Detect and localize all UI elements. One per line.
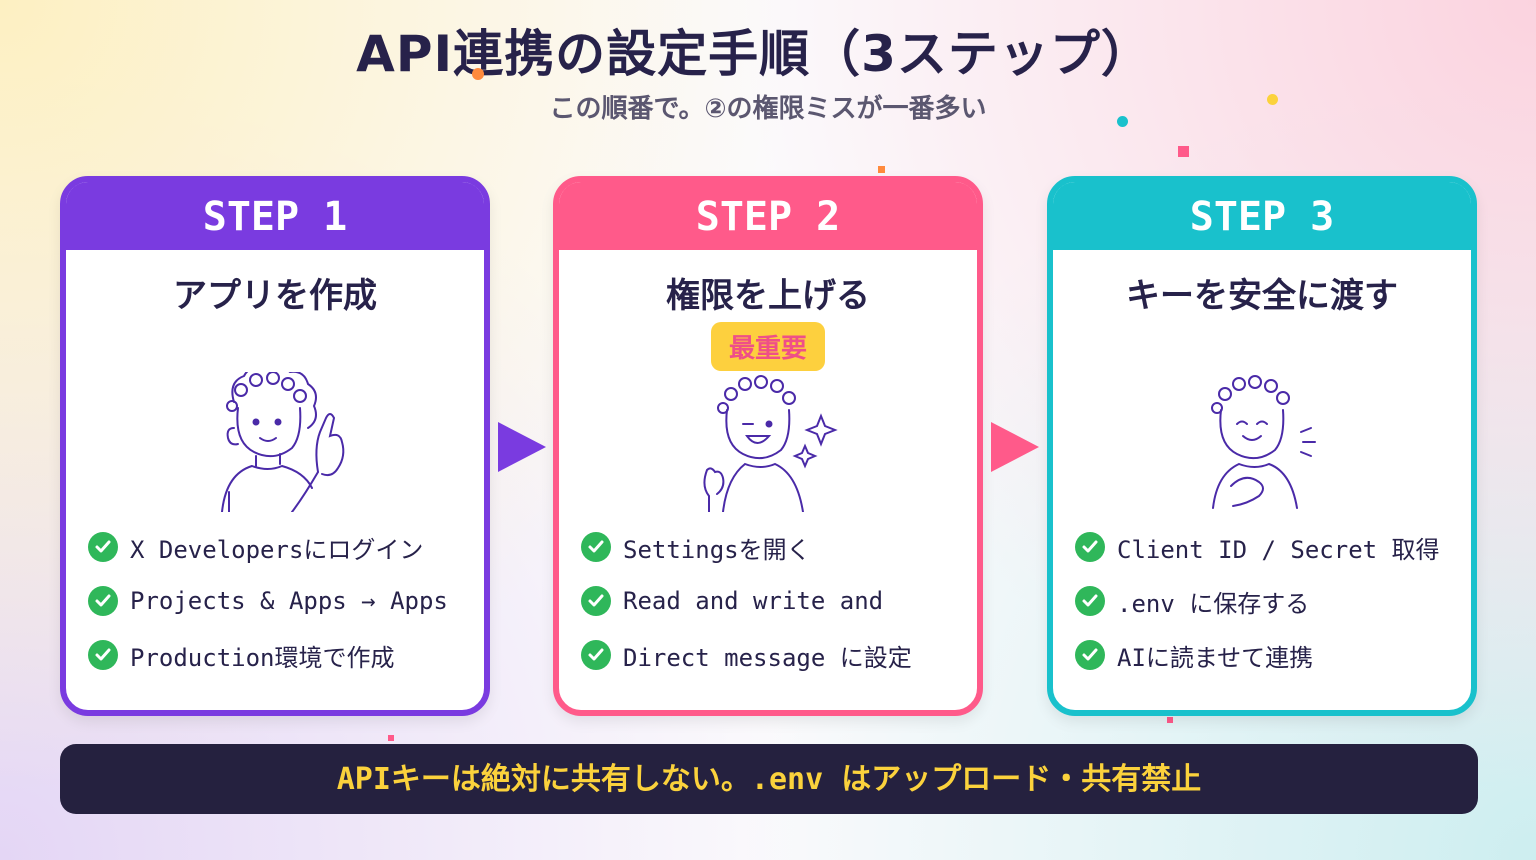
list-item-text: AIに読ませて連携 (1117, 643, 1314, 672)
step-3-checklist: Client ID / Secret 取得 .env に保存する AIに読ませて… (1075, 520, 1440, 682)
step-1-card: STEP 1 アプリを作成 X Developersにログイン Projects… (60, 176, 490, 716)
confetti-dot (1267, 94, 1278, 105)
check-icon (581, 640, 611, 670)
step-2-checklist: Settingsを開く Read and write and Direct me… (581, 520, 912, 682)
check-icon (1075, 586, 1105, 616)
check-icon (581, 532, 611, 562)
list-item-text: Projects & Apps → Apps (130, 587, 448, 615)
check-icon (88, 586, 118, 616)
list-item-text: .env に保存する (1117, 589, 1310, 618)
step-2-label: STEP 2 (559, 182, 977, 250)
list-item-text: Direct message に設定 (623, 643, 912, 672)
check-icon (581, 586, 611, 616)
check-icon (1075, 640, 1105, 670)
list-item: X Developersにログイン (88, 520, 448, 574)
confetti-square (1178, 146, 1189, 157)
list-item: AIに読ませて連携 (1075, 628, 1440, 682)
person-smiling-hand-on-chest-icon (1211, 375, 1316, 509)
list-item-text: Read and write and (623, 587, 884, 615)
check-icon (1075, 532, 1105, 562)
list-item: Production環境で作成 (88, 628, 448, 682)
step-2-card: STEP 2 権限を上げる 最重要 Settingsを開く Read and w… (553, 176, 983, 716)
step-1-label: STEP 1 (66, 182, 484, 250)
next-arrow-icon (498, 422, 546, 472)
list-item: Client ID / Secret 取得 (1075, 520, 1440, 574)
list-item-text: X Developersにログイン (130, 535, 424, 564)
warning-banner: APIキーは絶対に共有しない。.env はアップロード・共有禁止 (60, 744, 1478, 814)
list-item: Settingsを開く (581, 520, 912, 574)
list-item: Direct message に設定 (581, 628, 912, 682)
confetti-dot (472, 68, 484, 80)
person-winking-thumbs-up-icon (703, 375, 838, 512)
confetti-dot (1117, 116, 1128, 127)
person-pointing-up-icon (221, 372, 345, 512)
step-3-card: STEP 3 キーを安全に渡す Client ID / Secret 取得 .e… (1047, 176, 1477, 716)
step-3-label: STEP 3 (1053, 182, 1471, 250)
step-1-checklist: X Developersにログイン Projects & Apps → Apps… (88, 520, 448, 682)
list-item-text: Production環境で作成 (130, 643, 395, 672)
confetti-square (1167, 717, 1173, 723)
priority-badge: 最重要 (710, 322, 826, 371)
step-1-title: アプリを作成 (173, 276, 377, 316)
list-item: .env に保存する (1075, 574, 1440, 628)
list-item-text: Client ID / Secret 取得 (1117, 535, 1440, 564)
list-item: Read and write and (581, 574, 912, 628)
step-3-title: キーを安全に渡す (1126, 276, 1398, 316)
check-icon (88, 532, 118, 562)
check-icon (88, 640, 118, 670)
list-item-text: Settingsを開く (623, 535, 811, 564)
list-item: Projects & Apps → Apps (88, 574, 448, 628)
page-title: API連携の設定手順（3ステップ） (356, 25, 1152, 83)
step-2-title: 権限を上げる (666, 276, 870, 316)
confetti-square (388, 735, 394, 741)
page-subtitle: この順番で。②の権限ミスが一番多い (549, 94, 987, 124)
confetti-square (878, 166, 885, 173)
next-arrow-icon (991, 422, 1039, 472)
